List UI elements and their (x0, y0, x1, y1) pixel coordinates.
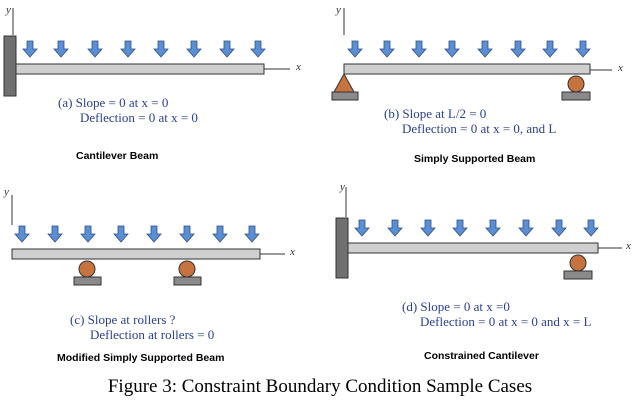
roller-base-d (563, 270, 593, 280)
roller-base-b (561, 91, 591, 101)
y-axis-label-b: y (336, 4, 341, 16)
beam-d (347, 242, 599, 254)
x-axis-label-b: x (618, 62, 623, 74)
x-axis-label-a: x (296, 61, 301, 73)
x-axis-label-d: x (626, 240, 631, 252)
figure-caption: Figure 3: Constraint Boundary Condition … (107, 376, 533, 397)
condition-c-deflection: Deflection at rollers = 0 (90, 327, 215, 342)
roller-support-d (569, 254, 587, 272)
condition-a-slope: (a) Slope = 0 at x = 0 (58, 95, 169, 110)
panel-title-c: Modified Simply Supported Beam (57, 352, 225, 364)
beam-c (11, 248, 261, 260)
panel-c-modified-supported (11, 195, 285, 286)
panel-title-a: Cantilever Beam (76, 150, 159, 162)
roller-support-b (567, 75, 585, 93)
panel-title-b: Simply Supported Beam (414, 153, 536, 165)
roller-support-c1 (78, 260, 96, 278)
x-axis-label-c: x (290, 246, 295, 258)
distributed-load-b (347, 40, 591, 58)
fixed-wall-a (3, 35, 17, 97)
roller-base-c1 (73, 276, 102, 286)
distributed-load-c (14, 225, 260, 243)
condition-b-deflection: Deflection = 0 at x = 0, and L (402, 121, 557, 136)
panel-d-constrained-cantilever (335, 187, 622, 280)
condition-d-deflection: Deflection = 0 at x = 0 and x = L (420, 314, 592, 329)
distributed-load-a (22, 40, 266, 58)
panel-b-simply-supported (331, 8, 612, 101)
condition-a-deflection: Deflection = 0 at x = 0 (80, 110, 198, 125)
beam-b (343, 63, 591, 75)
fixed-wall-d (335, 217, 349, 279)
pin-base-b (331, 91, 359, 101)
panel-title-d: Constrained Cantilever (424, 350, 539, 362)
condition-c-slope: (c) Slope at rollers ? (70, 312, 176, 327)
panel-a-cantilever (3, 8, 290, 97)
roller-support-c2 (178, 260, 196, 278)
pin-support-b (333, 72, 355, 93)
condition-d-slope: (d) Slope = 0 at x =0 (402, 299, 510, 314)
y-axis-label-c: y (4, 186, 9, 198)
condition-b-slope: (b) Slope at L/2 = 0 (384, 106, 487, 121)
distributed-load-d (354, 219, 599, 237)
y-axis-label-d: y (340, 181, 345, 193)
beam-a (15, 63, 265, 75)
y-axis-label-a: y (6, 4, 11, 16)
roller-base-c2 (173, 276, 202, 286)
